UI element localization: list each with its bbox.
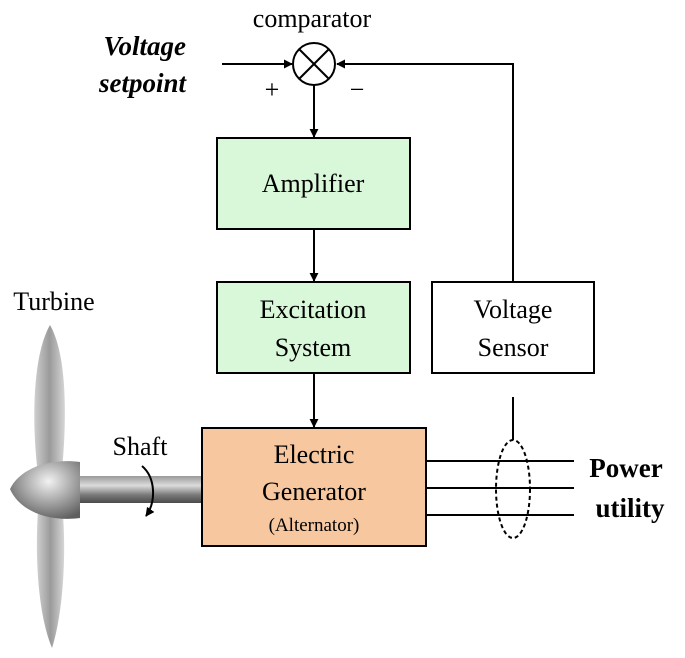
- excitation-label-line1: Excitation: [260, 295, 367, 324]
- rotation-arrow-icon: [141, 465, 155, 517]
- sensor-label-line1: Voltage: [474, 295, 553, 324]
- turbine-icon: [10, 325, 205, 648]
- generator-label-line2: Generator: [262, 477, 366, 506]
- setpoint-label-line2: setpoint: [98, 68, 188, 98]
- amplifier-label: Amplifier: [262, 169, 365, 198]
- feedback-arrow: [336, 59, 514, 282]
- shaft-icon: [70, 476, 205, 503]
- plus-sign: +: [265, 75, 280, 104]
- setpoint-label-line1: Voltage: [103, 31, 186, 61]
- minus-sign: −: [350, 75, 365, 104]
- turbine-label: Turbine: [13, 287, 94, 316]
- generator-label-line3: (Alternator): [269, 515, 360, 536]
- power-label-line1: Power: [589, 453, 662, 483]
- comparator-label: comparator: [253, 4, 372, 33]
- comparator-icon: [292, 42, 336, 86]
- power-label-line2: utility: [595, 493, 665, 523]
- generator-block: [201, 427, 427, 547]
- generator-label-line1: Electric: [274, 440, 355, 469]
- shaft-label: Shaft: [113, 432, 169, 461]
- hub-icon: [10, 461, 80, 519]
- excitation-label-line2: System: [275, 333, 352, 362]
- sensor-label-line2: Sensor: [478, 333, 549, 362]
